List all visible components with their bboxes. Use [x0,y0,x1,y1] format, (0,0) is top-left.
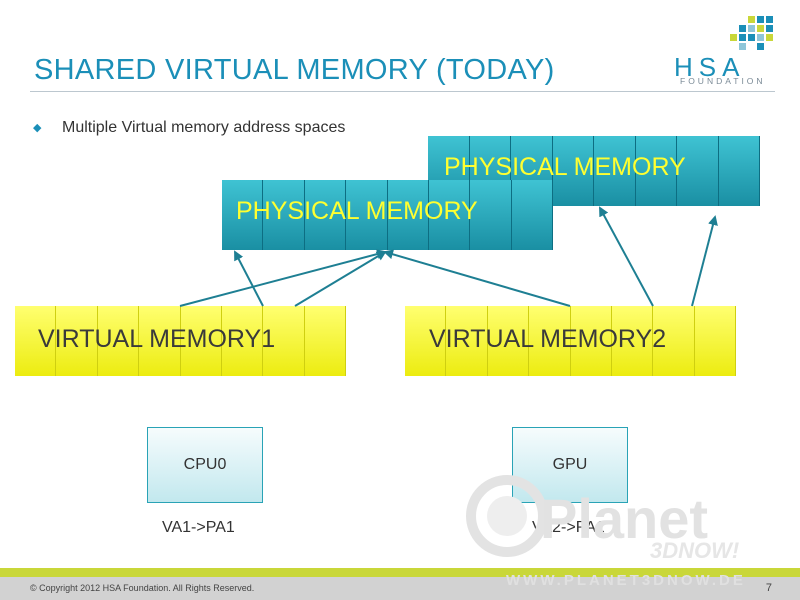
physical-memory-front [222,180,553,250]
cpu-label: CPU0 [183,456,227,473]
cpu-box: CPU0 [147,427,263,503]
footer-accent-band [0,568,800,577]
watermark-planet: Planet [540,487,709,550]
arrow-v1-to-phys [234,250,264,307]
arrow-v1-to-phys [179,249,387,307]
arrow-v2-to-phys [383,249,571,307]
logo-subtitle: FOUNDATION [680,76,766,86]
slide-title: SHARED VIRTUAL MEMORY (TODAY) [34,54,555,86]
arrow-v2-to-phys-back [599,206,654,307]
page-number: 7 [765,582,772,594]
arrow-v2-to-phys-back [691,215,718,307]
logo-wordmark: HSA [674,52,746,82]
virtual-memory-2 [405,306,736,376]
watermark-3dnow: 3DNOW! [650,538,740,563]
title-divider [30,91,775,92]
gpu-label: GPU [552,456,588,473]
bullet-text: Multiple Virtual memory address spaces [62,119,346,136]
virtual-memory-1 [15,306,346,376]
footer-bar: © Copyright 2012 HSA Foundation. All Rig… [0,577,800,600]
hsa-logo-icon [730,16,773,50]
cpu-mapping-label: VA1->PA1 [162,519,235,536]
arrow-v1-to-phys [294,250,387,307]
gpu-mapping-label: VA2->PA1 [532,519,605,536]
bullet-icon: ◆ [33,122,42,134]
footer-copyright: © Copyright 2012 HSA Foundation. All Rig… [30,583,255,593]
watermark-url: WWW.PLANET3DNOW.DE [506,572,746,589]
